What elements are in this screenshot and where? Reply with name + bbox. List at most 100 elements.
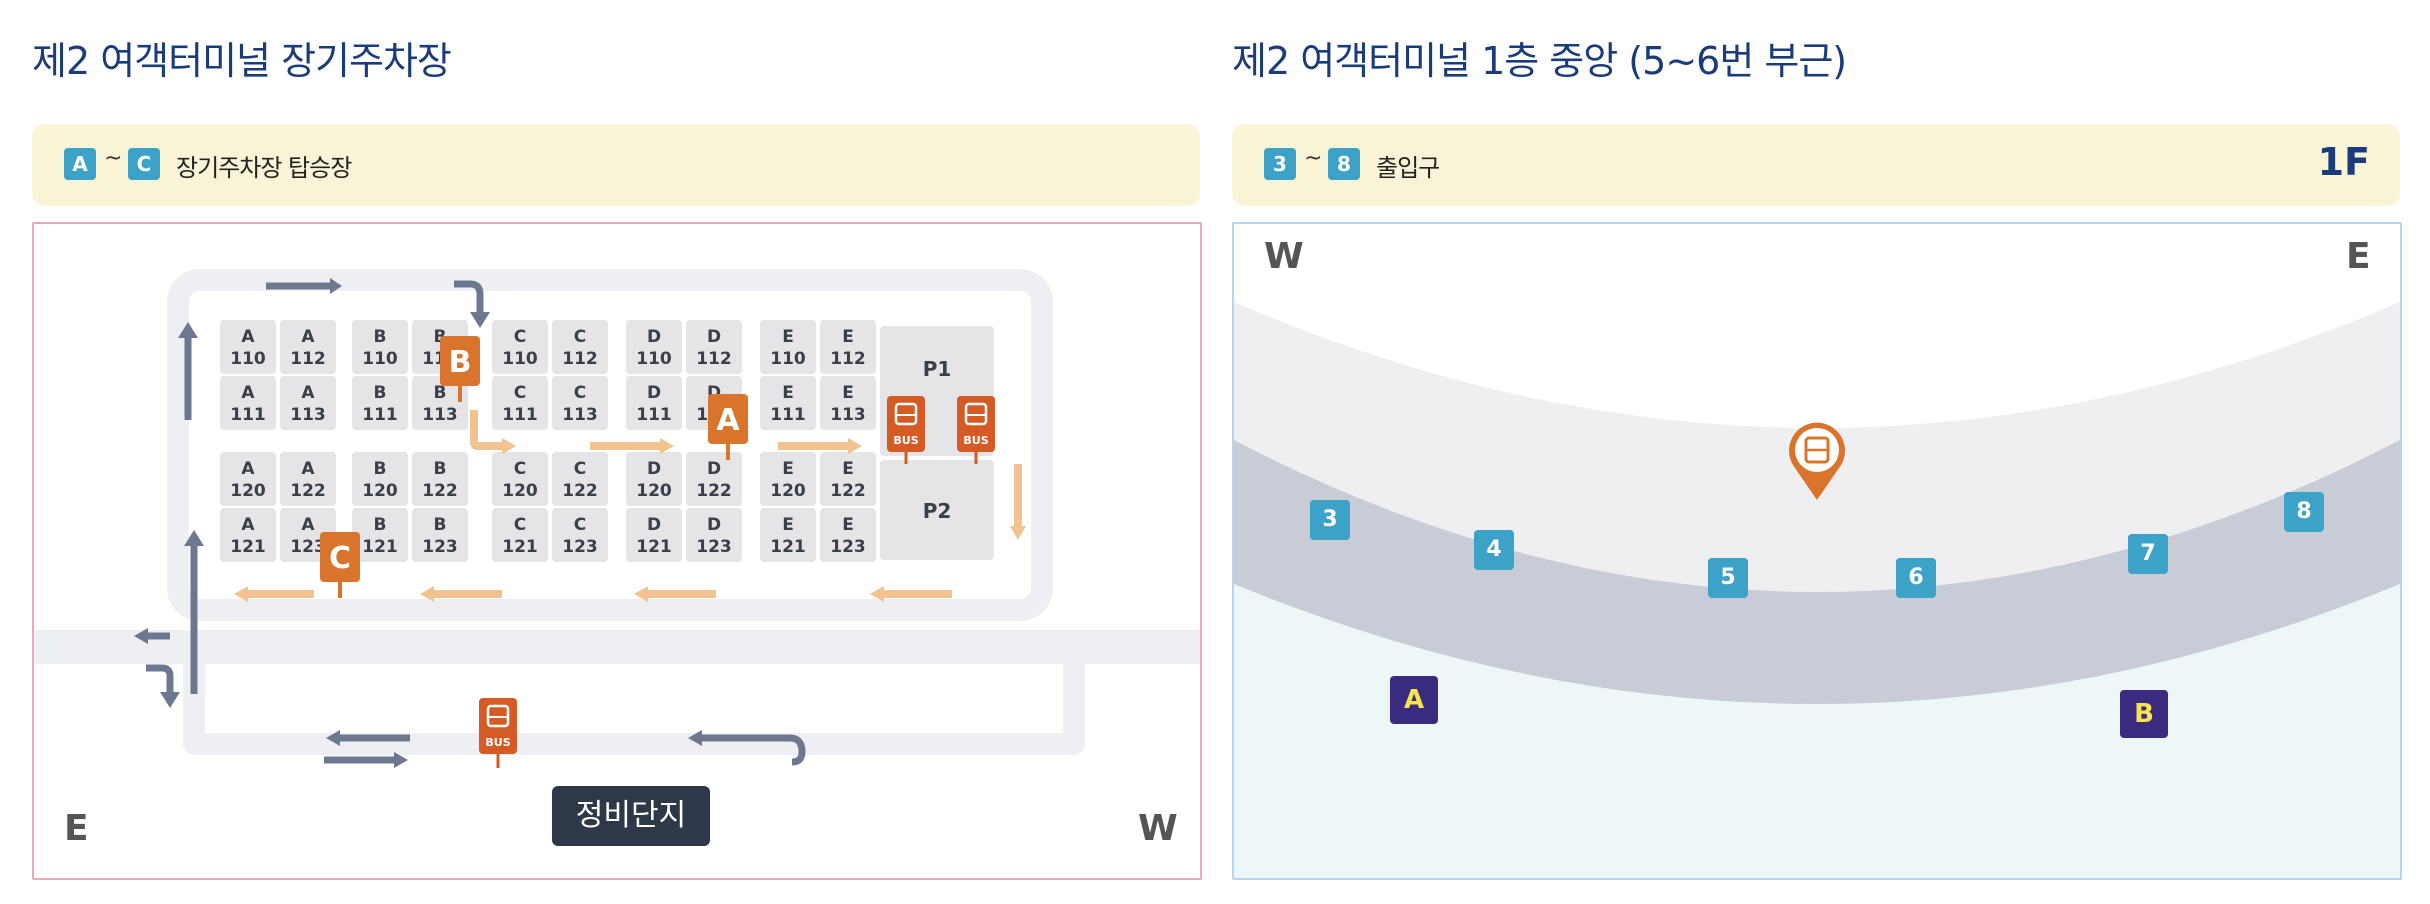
parking-space-zone: D <box>707 327 721 347</box>
parking-space-number: 123 <box>422 537 458 557</box>
parking-space-zone: A <box>301 327 315 347</box>
parking-space-zone: A <box>301 459 315 479</box>
legend-badge-from: 3 <box>1264 148 1296 180</box>
lot-p2[interactable] <box>880 460 994 560</box>
parking-space[interactable] <box>412 452 468 506</box>
stop-c-marker[interactable]: C <box>320 532 360 598</box>
parking-space-number: 113 <box>562 405 598 425</box>
parking-space[interactable] <box>820 508 876 562</box>
parking-space[interactable] <box>492 376 548 430</box>
parking-space[interactable] <box>492 320 548 374</box>
parking-space[interactable] <box>352 320 408 374</box>
parking-space[interactable] <box>352 452 408 506</box>
parking-space-number: 122 <box>830 481 866 501</box>
parking-space[interactable] <box>352 376 408 430</box>
parking-space[interactable] <box>280 320 336 374</box>
legend-badge-to: C <box>128 148 160 180</box>
parking-space-zone: B <box>374 383 387 403</box>
parking-space-number: 123 <box>562 537 598 557</box>
traffic-arrows-orange <box>234 410 1026 602</box>
parking-map[interactable]: A110A112B110B112C110C112D110D112E110E112… <box>32 222 1202 880</box>
parking-space[interactable] <box>820 452 876 506</box>
stop-b-marker[interactable]: B <box>440 336 480 402</box>
gate-7[interactable]: 7 <box>2128 534 2168 574</box>
parking-space[interactable] <box>412 508 468 562</box>
gate-8[interactable]: 8 <box>2284 492 2324 532</box>
compass-west: W <box>1138 808 1178 849</box>
parking-space[interactable] <box>686 508 742 562</box>
parking-space-number: 120 <box>770 481 806 501</box>
parking-space[interactable] <box>686 320 742 374</box>
zone-b[interactable]: B <box>2120 690 2168 738</box>
gate-5[interactable]: 5 <box>1708 558 1748 598</box>
stop-b-label: B <box>449 345 472 380</box>
parking-space[interactable] <box>626 508 682 562</box>
terminal-map[interactable]: 3 4 5 6 7 8 A B W E <box>1232 222 2402 880</box>
bus-label: BUS <box>485 736 510 749</box>
parking-space-number: 113 <box>830 405 866 425</box>
gate-4[interactable]: 4 <box>1474 530 1514 570</box>
legend-badge-from: A <box>64 148 96 180</box>
stop-c-label: C <box>329 541 351 576</box>
parking-space[interactable] <box>492 508 548 562</box>
parking-space-number: 121 <box>502 537 538 557</box>
parking-space[interactable] <box>626 376 682 430</box>
parking-space[interactable] <box>492 452 548 506</box>
legend-text: 장기주차장 탑승장 <box>176 154 352 182</box>
parking-space[interactable] <box>220 508 276 562</box>
parking-space-number: 120 <box>502 481 538 501</box>
bus-location-pin[interactable] <box>1789 422 1845 500</box>
parking-space-number: 123 <box>290 537 326 557</box>
parking-space-zone: C <box>574 515 586 535</box>
parking-space[interactable] <box>280 376 336 430</box>
parking-space-zone: A <box>241 383 255 403</box>
parking-space[interactable] <box>760 376 816 430</box>
parking-space-zone: D <box>647 383 661 403</box>
stop-a-marker[interactable]: A <box>708 394 748 460</box>
parking-space[interactable] <box>280 452 336 506</box>
parking-space[interactable] <box>760 508 816 562</box>
parking-space[interactable] <box>352 508 408 562</box>
parking-space[interactable] <box>760 320 816 374</box>
parking-space-number: 112 <box>290 349 326 369</box>
gate-3[interactable]: 3 <box>1310 500 1350 540</box>
page-title: 제2 여객터미널 장기주차장 <box>32 39 452 83</box>
legend-bar: A ~ C 장기주차장 탑승장 <box>32 124 1200 206</box>
parking-space-zone: A <box>241 327 255 347</box>
parking-space-zone: D <box>707 459 721 479</box>
parking-space-zone: C <box>514 515 526 535</box>
bus-stop-marker-3[interactable]: BUS <box>479 698 517 768</box>
parking-space[interactable] <box>686 452 742 506</box>
parking-space[interactable] <box>552 452 608 506</box>
parking-space[interactable] <box>220 320 276 374</box>
parking-space-number: 112 <box>830 349 866 369</box>
parking-space[interactable] <box>552 320 608 374</box>
bus-stop-marker-1[interactable]: BUS <box>887 396 925 464</box>
parking-space-zone: B <box>434 515 447 535</box>
legend-tilde: ~ <box>104 146 123 171</box>
parking-space-zone: A <box>301 383 315 403</box>
parking-space[interactable] <box>412 376 468 430</box>
maintenance-complex-label: 정비단지 <box>552 786 710 846</box>
legend-text: 출입구 <box>1376 154 1440 182</box>
parking-space[interactable] <box>220 376 276 430</box>
zone-a[interactable]: A <box>1390 676 1438 724</box>
parking-space-number: 111 <box>770 405 806 425</box>
parking-space[interactable] <box>220 452 276 506</box>
parking-space[interactable] <box>820 376 876 430</box>
parking-space[interactable] <box>552 376 608 430</box>
gate-6[interactable]: 6 <box>1896 558 1936 598</box>
parking-space-zone: D <box>647 515 661 535</box>
bus-stop-marker-2[interactable]: BUS <box>957 396 995 464</box>
parking-space[interactable] <box>552 508 608 562</box>
parking-space[interactable] <box>820 320 876 374</box>
compass-east: E <box>64 808 89 849</box>
parking-space[interactable] <box>760 452 816 506</box>
parking-space[interactable] <box>626 452 682 506</box>
parking-space[interactable] <box>626 320 682 374</box>
traffic-arrows-grey <box>134 278 806 768</box>
compass-west: W <box>1264 236 1304 277</box>
parking-space-number: 122 <box>422 481 458 501</box>
parking-space-number: 123 <box>696 537 732 557</box>
parking-space-zone: E <box>842 459 854 479</box>
